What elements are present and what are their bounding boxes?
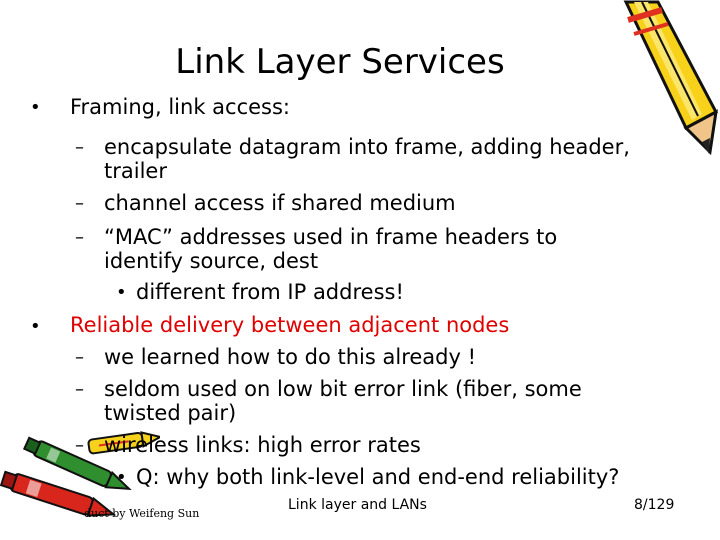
footer-topic: Link layer and LANs [288, 497, 427, 513]
bullet-text: Framing, link access: [70, 95, 290, 119]
sub-bullet-marker: – [75, 193, 84, 214]
page-number: 8/129 [634, 497, 675, 513]
sub-bullet-marker: – [75, 347, 84, 368]
bullet-marker: • [30, 97, 41, 118]
crayons-icon [0, 431, 160, 517]
bullet-marker: • [116, 467, 127, 488]
bullet-text: Reliable delivery between adjacent nodes [70, 313, 510, 337]
pencil-icon [623, 0, 719, 156]
slide-title: Link Layer Services [175, 42, 505, 82]
bullet-text: wireless links: high error rates [104, 433, 421, 457]
sub-bullet-marker: – [75, 435, 84, 456]
bullet-text: Q: why both link-level and end-end relia… [136, 465, 620, 489]
bullet-text: encapsulate datagram into frame, adding … [104, 135, 630, 159]
bullet-text: we learned how to do this already ! [104, 345, 477, 369]
bullet-text: different from IP address! [136, 280, 404, 304]
footer-credit: duct by Weifeng Sun [84, 507, 200, 520]
bullet-text: channel access if shared medium [104, 191, 456, 215]
bullet-text: twisted pair) [104, 401, 237, 425]
bullet-text: seldom used on low bit error link (fiber… [104, 377, 582, 401]
bullet-marker: • [30, 316, 41, 337]
sub-bullet-marker: – [75, 137, 84, 158]
sub-bullet-marker: – [75, 227, 84, 248]
bullet-marker: • [116, 282, 127, 303]
bullet-text: “MAC” addresses used in frame headers to [104, 225, 558, 249]
sub-bullet-marker: – [75, 379, 84, 400]
bullet-text: identify source, dest [104, 249, 319, 273]
bullet-text: trailer [104, 159, 167, 183]
